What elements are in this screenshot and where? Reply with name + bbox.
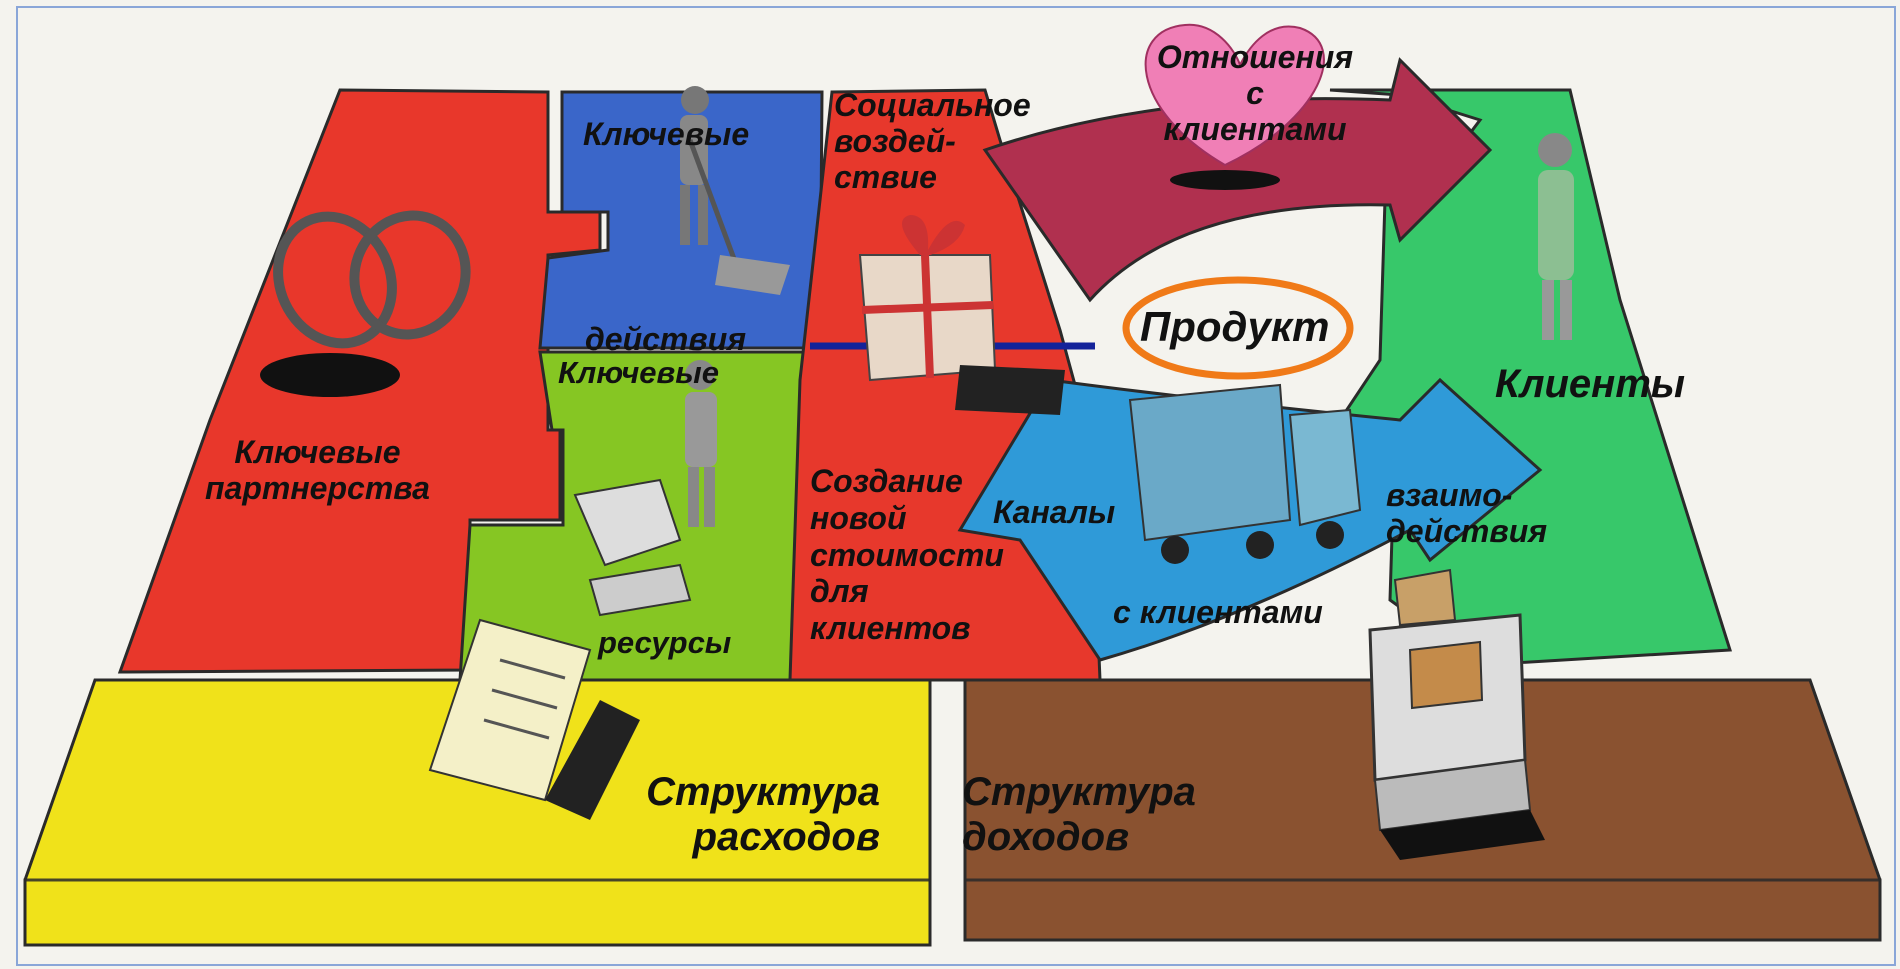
revenue-structure-edge [965,880,1880,940]
value-creation-line-5: клиентов [810,610,1004,647]
cost-structure-line-1: Структура [560,770,880,815]
cost-structure-edge [25,880,930,945]
value-creation-line-3: стоимости [810,537,1004,574]
social-impact-line-2: воздей- [834,124,1031,160]
channels-label-left: Каналы [993,495,1115,531]
relationships-line-3: клиентами [1135,112,1375,148]
value-creation-line-1: Создание [810,463,1004,500]
social-impact-line-3: ствие [834,160,1031,196]
channels-label-bottom: с клиентами [1113,595,1323,631]
revenue-structure-line-2: доходов [962,815,1196,860]
key-partnerships-label: Ключевые партнерства [205,435,430,507]
relationships-line-2: с [1135,76,1375,112]
customers-label: Клиенты [1495,362,1685,407]
cost-structure-label: Структура расходов [560,770,880,860]
value-creation-line-4: для [810,573,1004,610]
key-partnerships-line-1: Ключевые [205,435,430,471]
revenue-structure-label: Структура доходов [962,770,1196,860]
product-label: Продукт [1140,303,1329,350]
value-creation-label: Создание новой стоимости для клиентов [810,463,1004,647]
social-impact-line-1: Социальное [834,88,1031,124]
channels-right-line-1: взаимо- [1386,478,1547,514]
key-partnerships-line-2: партнерства [205,471,430,507]
revenue-structure-line-1: Структура [962,770,1196,815]
cost-structure-line-2: расходов [560,815,880,860]
key-activities-label-bottom: действия [585,322,746,358]
key-resources-label-top: Ключевые [558,356,719,391]
relationships-line-1: Отношения [1135,40,1375,76]
channels-right-line-2: действия [1386,514,1547,550]
relationships-label: Отношения с клиентами [1135,40,1375,147]
value-creation-line-2: новой [810,500,1004,537]
key-activities-label-top: Ключевые [583,117,749,153]
social-impact-label: Социальное воздей- ствие [834,88,1031,195]
channels-label-right: взаимо- действия [1386,478,1547,550]
key-resources-label-bottom: ресурсы [598,626,731,661]
